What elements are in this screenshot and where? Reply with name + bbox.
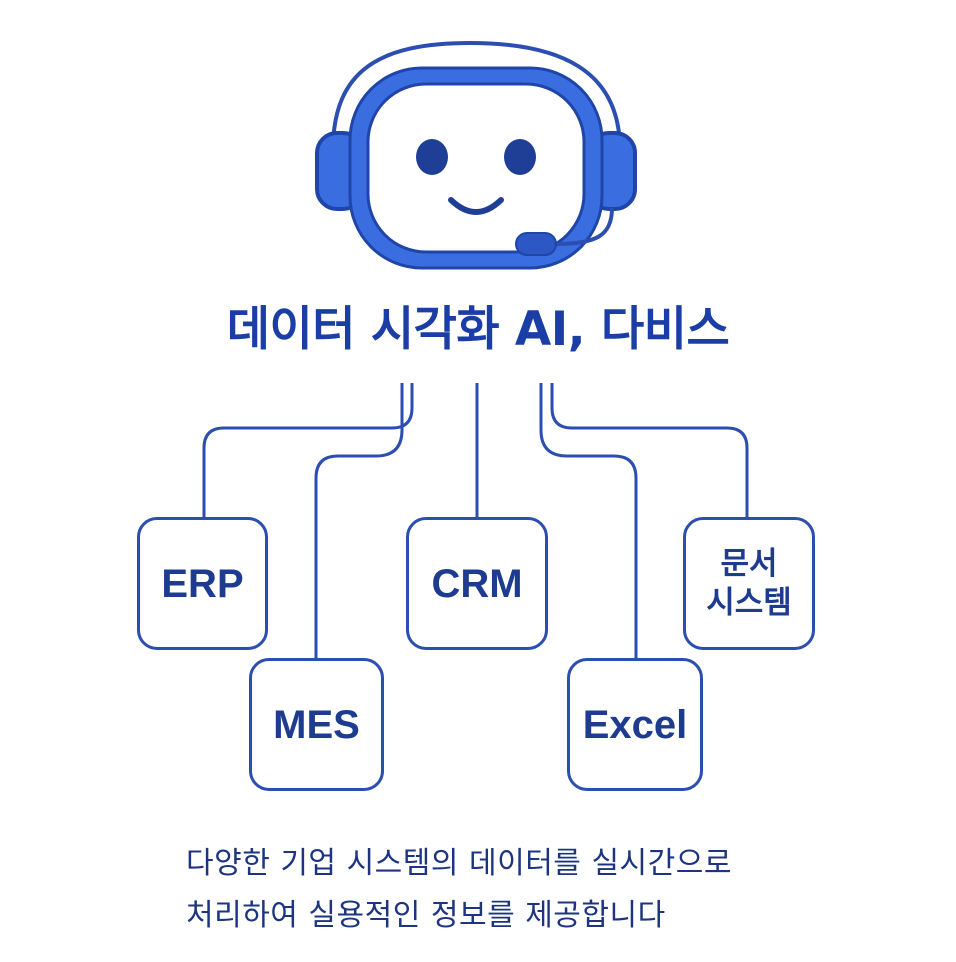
node-document-system-label: 문서 시스템 [706,545,792,621]
headband [331,40,622,151]
node-mes-label: MES [273,702,360,747]
node-mes: MES [249,658,384,791]
connector-erp [202,383,414,517]
mic-boom [554,207,614,246]
right-eye [504,139,536,175]
caption: 다양한 기업 시스템의 데이터를 실시간으로 처리하여 실용적인 정보를 제공합… [186,838,866,942]
microphone [515,232,557,256]
left-eye [416,139,448,175]
diagram-title: 데이터 시각화 AI, 다비스 [226,302,730,357]
node-excel: Excel [567,658,703,791]
connector-mes [314,383,404,658]
connector-excel [539,383,638,658]
headset-robot-icon [315,40,637,270]
smile [448,197,504,215]
node-erp-label: ERP [161,561,244,606]
robot-face [366,82,586,254]
caption-line-2: 처리하여 실용적인 정보를 제공합니다 [186,898,666,933]
node-crm-label: CRM [431,561,523,606]
connector-lines [202,383,749,658]
node-document-system: 문서 시스템 [683,517,815,650]
node-crm: CRM [406,517,548,650]
caption-line-1: 다양한 기업 시스템의 데이터를 실시간으로 [186,846,732,881]
node-erp: ERP [137,517,268,650]
node-excel-label: Excel [582,702,688,747]
connector-doc [550,383,749,517]
